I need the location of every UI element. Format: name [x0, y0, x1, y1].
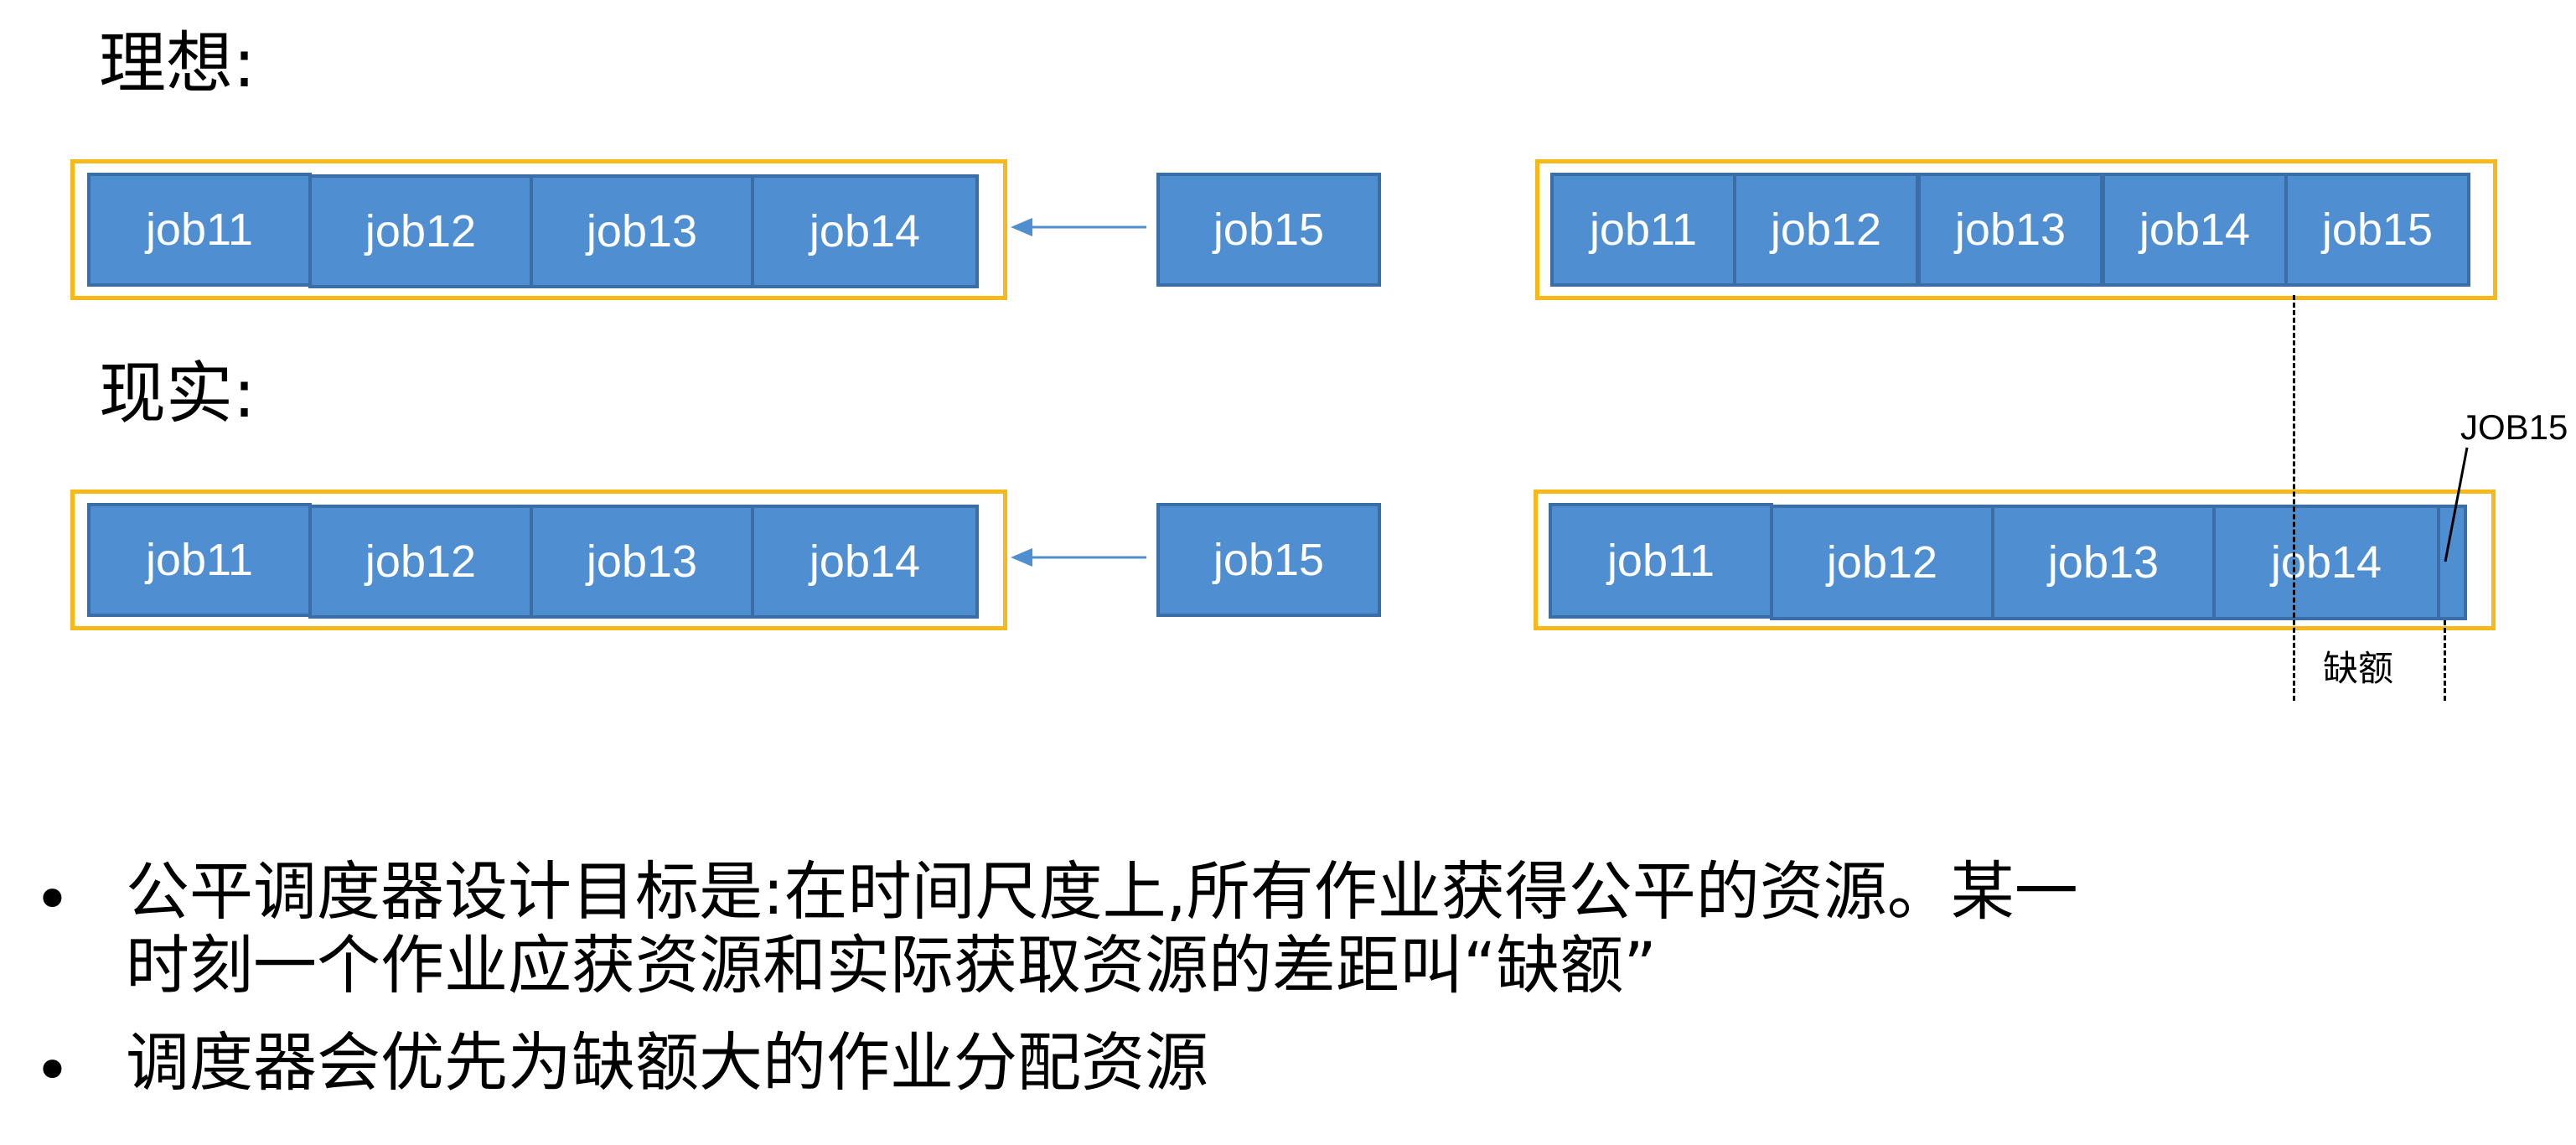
ideal-incoming-job: job15	[1156, 173, 1381, 287]
deficit-left-guide	[2293, 295, 2295, 701]
ideal-queue-job: job13	[530, 174, 754, 288]
job15-callout-label: JOB15	[2460, 407, 2568, 447]
ideal-queue-job: job14	[751, 174, 979, 288]
ideal-result-job: job14	[2102, 173, 2288, 287]
reality-result-job: job12	[1770, 505, 1994, 620]
ideal-heading: 理想:	[99, 24, 256, 102]
ideal-arrow-icon	[1011, 218, 1146, 236]
reality-result-job: job11	[1549, 503, 1773, 619]
reality-queue-job: job13	[530, 505, 754, 619]
bullet-1-line-2: 时刻一个作业应获资源和实际获取资源的差距叫“缺额”	[126, 928, 1657, 1003]
bullet-2-line-1: 调度器会优先为缺额大的作业分配资源	[126, 1025, 1208, 1100]
deficit-label: 缺额	[2323, 648, 2394, 689]
reality-queue-frame	[70, 490, 1007, 630]
reality-result-job: job14	[2212, 505, 2440, 620]
reality-incoming-job: job15	[1156, 503, 1381, 617]
ideal-queue-frame	[70, 159, 1007, 300]
ideal-result-job: job13	[1917, 173, 2103, 287]
deficit-right-guide	[2444, 620, 2446, 701]
bullet-marker: •	[34, 1033, 71, 1107]
reality-result-job: job13	[1991, 505, 2216, 620]
ideal-queue-job: job12	[308, 174, 533, 288]
callout-leader-line	[2444, 447, 2469, 562]
reality-arrow-icon	[1011, 548, 1146, 567]
reality-queue-job: job14	[751, 505, 979, 619]
bullet-1-line-1: 公平调度器设计目标是:在时间尺度上,所有作业获得公平的资源。某一	[126, 854, 2078, 929]
ideal-result-frame	[1535, 159, 2497, 300]
reality-queue-job: job11	[87, 503, 312, 617]
reality-result-frame	[1534, 490, 2496, 630]
reality-queue-job: job12	[308, 505, 533, 619]
ideal-result-job: job12	[1733, 173, 1919, 287]
reality-heading: 现实:	[99, 355, 256, 433]
ideal-queue-job: job11	[87, 173, 312, 287]
bullet-marker: •	[34, 862, 71, 936]
ideal-result-job: job11	[1550, 173, 1736, 287]
ideal-result-job: job15	[2284, 173, 2470, 287]
